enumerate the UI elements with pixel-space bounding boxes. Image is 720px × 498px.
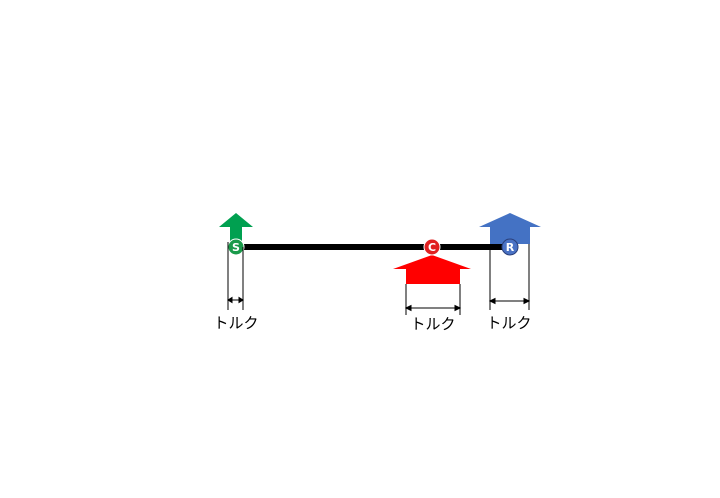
node-r: R bbox=[501, 238, 519, 256]
node-s: S bbox=[227, 238, 245, 256]
node-s-label: S bbox=[232, 241, 240, 254]
torque-dimension-middle bbox=[404, 284, 462, 315]
red-arrow bbox=[393, 255, 471, 284]
node-r-label: R bbox=[506, 241, 515, 254]
green-arrow bbox=[219, 213, 253, 242]
torque-dimension-right bbox=[488, 244, 531, 310]
blue-arrow bbox=[479, 213, 541, 244]
torque-dimension-left bbox=[227, 242, 244, 310]
torque-label-middle: トルク bbox=[410, 315, 455, 333]
node-c: C bbox=[423, 238, 441, 256]
node-c-label: C bbox=[428, 241, 436, 254]
torque-label-left: トルク bbox=[213, 314, 258, 332]
torque-label-right: トルク bbox=[486, 314, 531, 332]
